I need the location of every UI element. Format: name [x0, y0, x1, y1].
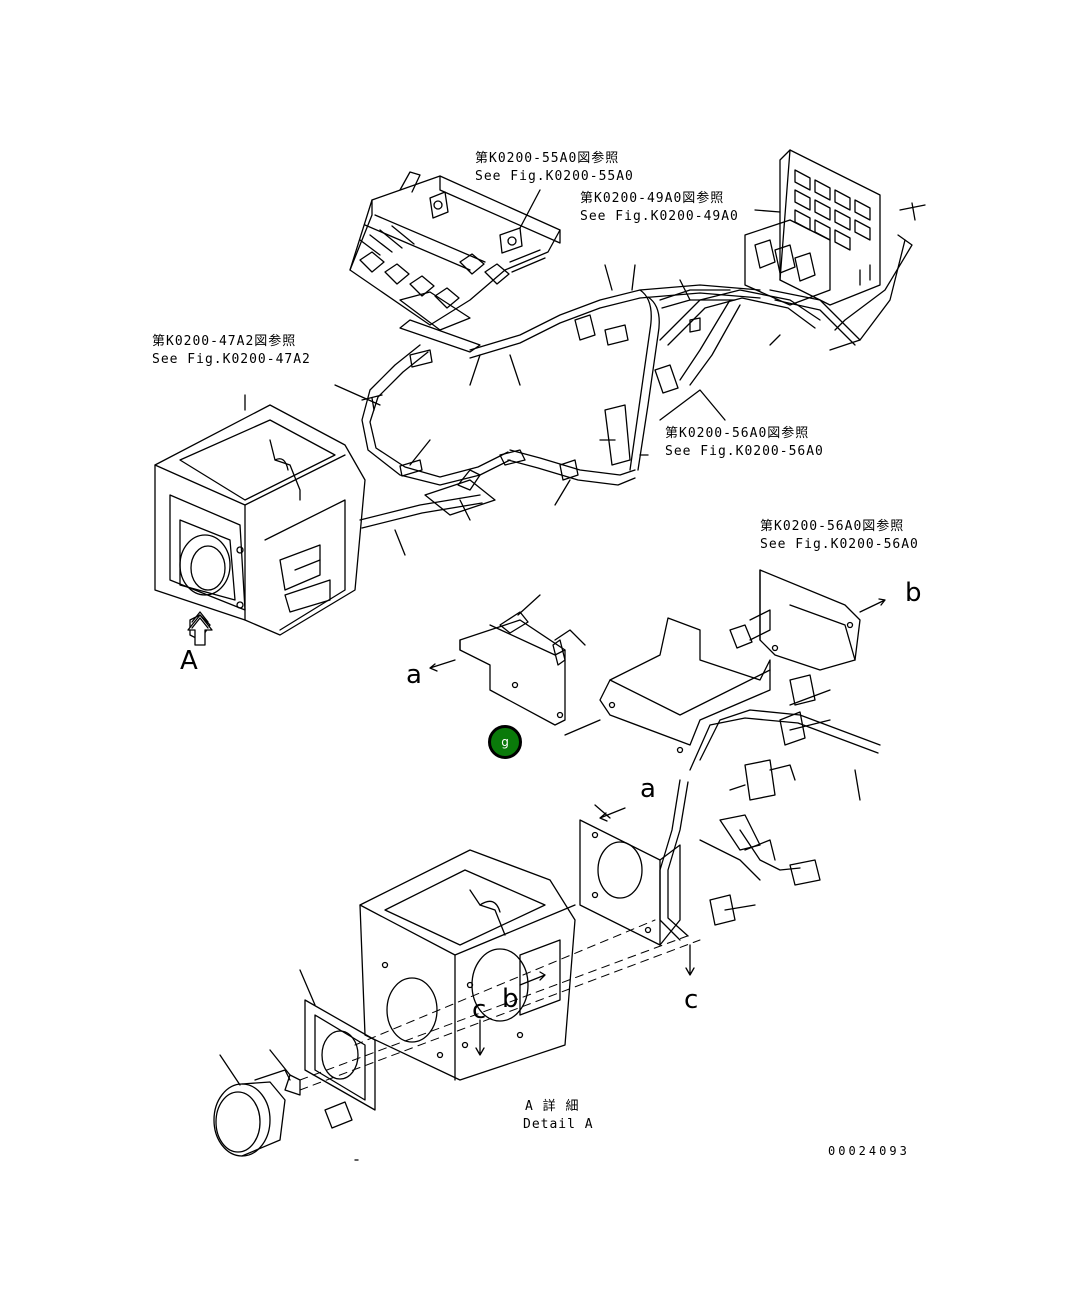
main-harness [359, 284, 861, 529]
view-letter-a-left: a [406, 660, 422, 690]
projection-lines [299, 919, 701, 1091]
detail-caption-en: Detail A [523, 1117, 594, 1132]
drawing-number: 00024093 [828, 1144, 910, 1158]
view-letter-a-mid: a [640, 774, 656, 804]
callout-marker[interactable]: g [488, 725, 522, 759]
bracket-assembly [459, 569, 861, 754]
relay-box [744, 149, 926, 351]
ref-55a0-en: See Fig.K0200-55A0 [475, 169, 634, 184]
gauge-assembly [213, 969, 376, 1161]
view-letter-b-mid: b [502, 984, 519, 1014]
view-letter-b-right: b [905, 578, 922, 608]
leader-lines-top [244, 189, 781, 556]
ref-56a0-right-en: See Fig.K0200-56A0 [760, 537, 919, 552]
ref-49a0-en: See Fig.K0200-49A0 [580, 209, 739, 224]
ref-47a2-jp: 第K0200-47A2図参照 [152, 334, 297, 349]
ref-55a0-jp: 第K0200-55A0図参照 [475, 151, 620, 166]
ref-56a0-right-jp: 第K0200-56A0図参照 [760, 519, 905, 534]
panel-box-lower [359, 849, 576, 1081]
detail-caption-jp: A 詳 細 [525, 1099, 580, 1114]
panel-box-upper [154, 404, 366, 641]
ref-56a0-top-jp: 第K0200-56A0図参照 [665, 426, 810, 441]
view-letter-A: A [180, 646, 198, 676]
controller-module [349, 171, 561, 353]
ref-47a2-en: See Fig.K0200-47A2 [152, 352, 311, 367]
ref-49a0-jp: 第K0200-49A0図参照 [580, 191, 725, 206]
wire-right [659, 709, 881, 941]
view-letter-c-mid: c [472, 995, 487, 1025]
view-arrows [187, 598, 886, 1056]
ref-56a0-top-en: See Fig.K0200-56A0 [665, 444, 824, 459]
view-letter-c-bottom: c [684, 985, 699, 1015]
callout-label: g [501, 735, 509, 749]
mounting-plate [579, 804, 681, 946]
